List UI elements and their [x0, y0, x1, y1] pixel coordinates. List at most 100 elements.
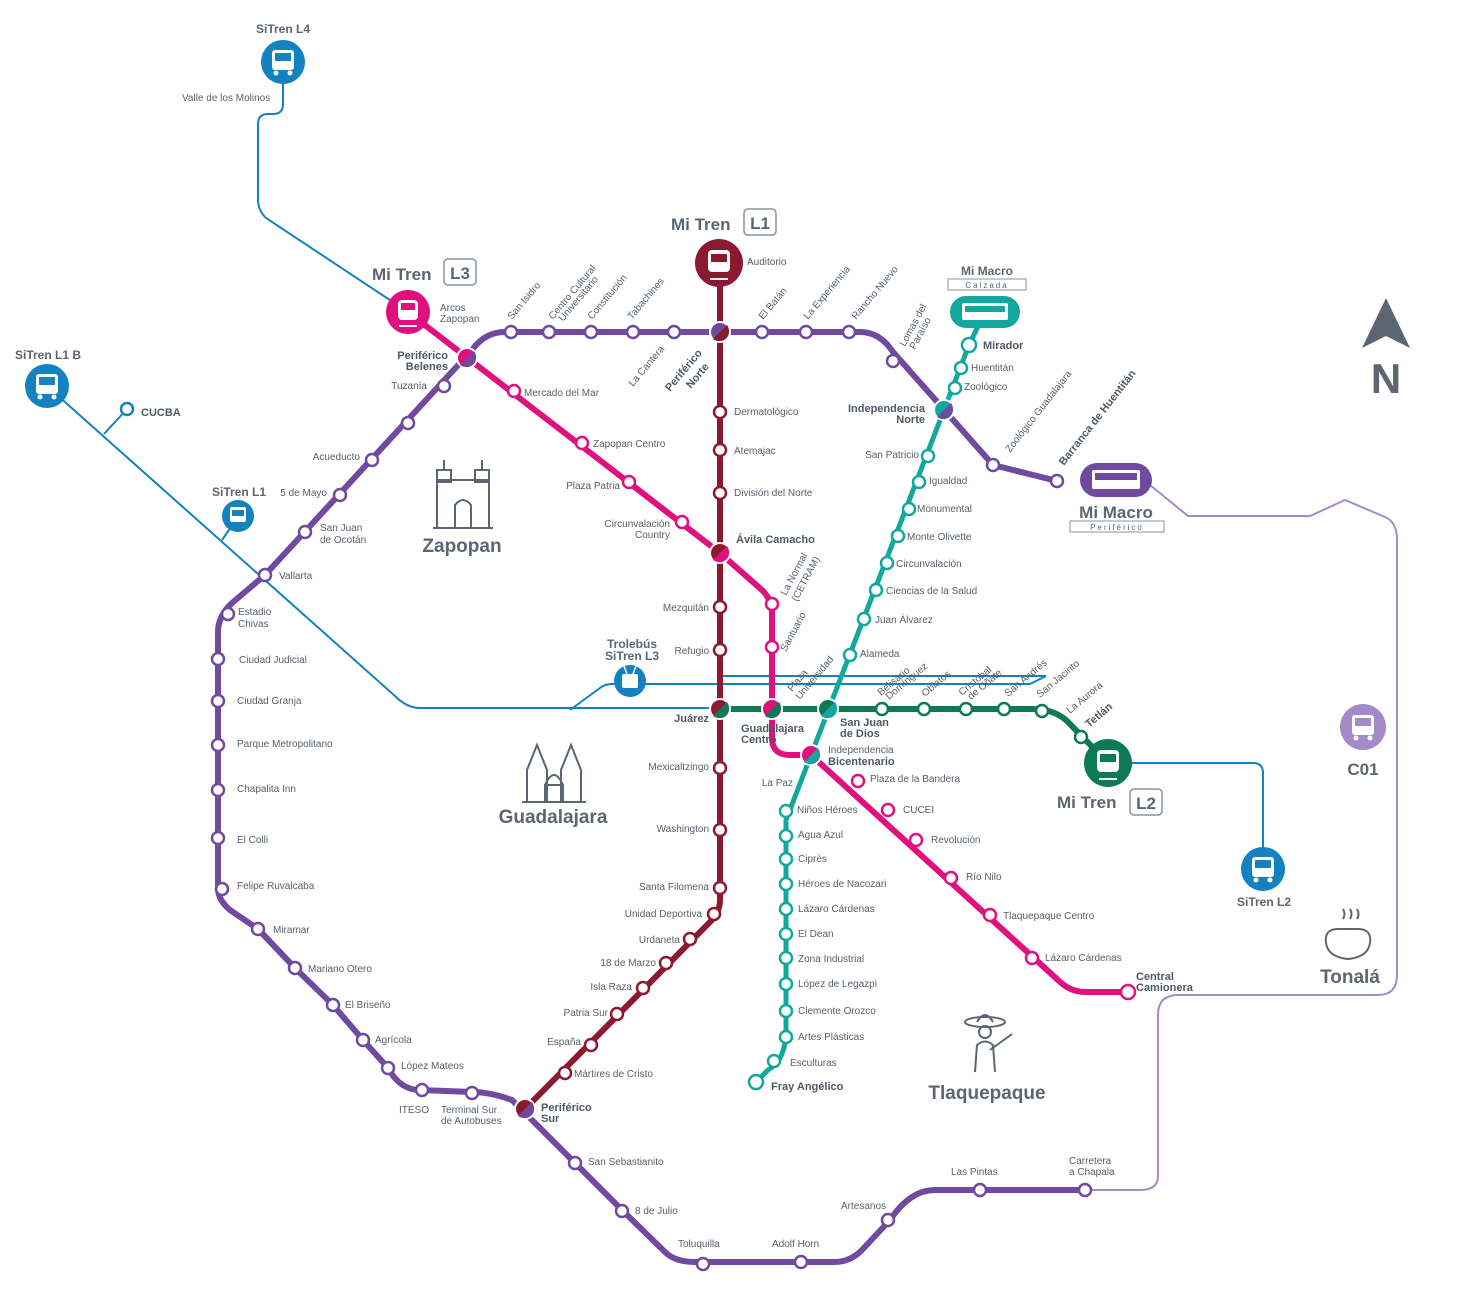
transfer-san-juan-de-dios[interactable]	[817, 698, 839, 720]
train-icon[interactable]	[695, 239, 743, 287]
bus-icon[interactable]	[222, 500, 254, 532]
station-dot-l3[interactable]	[764, 596, 780, 612]
station-dot-calzada[interactable]	[778, 950, 794, 966]
station-dot-l3[interactable]	[574, 435, 590, 451]
station-dot-calzada[interactable]	[778, 976, 794, 992]
station-dot-periferico[interactable]	[880, 1212, 896, 1228]
station-dot-calzada[interactable]	[879, 555, 895, 571]
station-dot-periferico[interactable]	[297, 524, 313, 540]
station-dot-periferico[interactable]	[1077, 1182, 1093, 1198]
station-dot-periferico[interactable]	[1049, 473, 1065, 489]
station-dot-l3[interactable]	[880, 802, 896, 818]
transfer-periferico-sur[interactable]	[514, 1098, 536, 1120]
station-dot-periferico[interactable]	[257, 567, 273, 583]
station-dot-l3[interactable]	[908, 832, 924, 848]
station-dot-calzada[interactable]	[953, 360, 969, 376]
train-icon[interactable]	[1084, 739, 1132, 787]
station-dot-periferico[interactable]	[841, 324, 857, 340]
station-dot-periferico[interactable]	[332, 487, 348, 503]
station-dot-l3[interactable]	[1024, 950, 1040, 966]
station-dot-periferico[interactable]	[972, 1182, 988, 1198]
trolleybus-icon[interactable]	[614, 665, 646, 697]
station-dot-l1[interactable]	[712, 880, 728, 896]
station-dot-periferico[interactable]	[567, 1155, 583, 1171]
station-dot-calzada[interactable]	[778, 1003, 794, 1019]
station-dot-calzada[interactable]	[778, 901, 794, 917]
station-dot-periferico[interactable]	[625, 324, 641, 340]
station-dot-calzada[interactable]	[778, 926, 794, 942]
station-dot-periferico[interactable]	[210, 693, 226, 709]
transfer-guadalajara-centro[interactable]	[761, 698, 783, 720]
station-dot-periferico[interactable]	[414, 1082, 430, 1098]
bus-icon[interactable]	[1080, 463, 1152, 497]
station-dot-periferico[interactable]	[250, 921, 266, 937]
station-dot-periferico[interactable]	[541, 324, 557, 340]
station-dot-l1[interactable]	[712, 442, 728, 458]
station-dot-calzada[interactable]	[778, 1029, 794, 1045]
station-dot-periferico[interactable]	[436, 378, 452, 394]
station-dot-calzada[interactable]	[890, 528, 906, 544]
transfer-avila-camacho[interactable]	[709, 542, 731, 564]
station-dot-calzada[interactable]	[778, 803, 794, 819]
station-dot-l1[interactable]	[712, 822, 728, 838]
station-dot-calzada[interactable]	[911, 474, 927, 490]
transfer-juarez[interactable]	[709, 698, 731, 720]
station-dot-l1[interactable]	[609, 1006, 625, 1022]
bus-icon[interactable]	[950, 296, 1020, 328]
station-dot-l3[interactable]	[674, 514, 690, 530]
station-dot-periferico[interactable]	[583, 324, 599, 340]
station-dot-calzada[interactable]	[960, 336, 978, 354]
station-dot-l1[interactable]	[712, 404, 728, 420]
station-dot-calzada[interactable]	[868, 582, 884, 598]
station-dot-l2[interactable]	[1034, 703, 1050, 719]
station-dot-l1[interactable]	[658, 955, 674, 971]
station-dot-calzada[interactable]	[747, 1073, 765, 1091]
transfer-independencia-norte[interactable]	[933, 399, 955, 421]
transfer-periferico-belenes[interactable]	[456, 347, 478, 369]
bus-icon[interactable]	[261, 40, 305, 84]
station-dot-l3[interactable]	[982, 907, 998, 923]
station-dot-l2[interactable]	[1073, 729, 1089, 745]
station-dot-periferico[interactable]	[214, 881, 230, 897]
station-dot-cucba[interactable]	[119, 401, 135, 417]
station-dot-l1[interactable]	[635, 980, 651, 996]
station-dot-l1[interactable]	[712, 760, 728, 776]
station-dot-periferico[interactable]	[464, 1085, 480, 1101]
station-dot-periferico[interactable]	[220, 606, 236, 622]
station-dot-periferico[interactable]	[754, 324, 770, 340]
station-dot-calzada[interactable]	[778, 851, 794, 867]
station-dot-l3[interactable]	[506, 383, 522, 399]
station-dot-periferico[interactable]	[355, 1032, 371, 1048]
station-dot-l2[interactable]	[916, 701, 932, 717]
station-dot-calzada[interactable]	[920, 448, 936, 464]
station-dot-l3[interactable]	[764, 639, 780, 655]
station-dot-periferico[interactable]	[400, 415, 416, 431]
station-dot-periferico[interactable]	[985, 457, 1001, 473]
station-dot-l1[interactable]	[583, 1037, 599, 1053]
station-dot-periferico[interactable]	[666, 324, 682, 340]
station-dot-l3[interactable]	[621, 474, 637, 490]
station-dot-l3[interactable]	[850, 773, 866, 789]
station-dot-periferico[interactable]	[695, 1256, 711, 1272]
bus-icon[interactable]	[25, 364, 69, 408]
station-dot-periferico[interactable]	[793, 1254, 809, 1270]
train-icon[interactable]	[386, 290, 430, 334]
station-dot-calzada[interactable]	[901, 501, 917, 517]
transfer-periferico-norte[interactable]	[709, 321, 731, 343]
station-dot-periferico[interactable]	[364, 452, 380, 468]
station-dot-periferico[interactable]	[210, 830, 226, 846]
station-dot-periferico[interactable]	[380, 1060, 396, 1076]
station-dot-periferico[interactable]	[210, 782, 226, 798]
station-dot-l3[interactable]	[943, 870, 959, 886]
transfer-bicentenario[interactable]	[800, 744, 822, 766]
station-dot-periferico[interactable]	[325, 997, 341, 1013]
station-dot-periferico[interactable]	[210, 651, 226, 667]
station-dot-l2[interactable]	[874, 701, 890, 717]
station-dot-periferico[interactable]	[210, 737, 226, 753]
station-dot-l1[interactable]	[557, 1065, 573, 1081]
station-dot-calzada[interactable]	[766, 1053, 782, 1069]
station-dot-l1[interactable]	[712, 599, 728, 615]
station-dot-periferico[interactable]	[503, 324, 519, 340]
bus-icon[interactable]	[1241, 847, 1285, 891]
station-dot-calzada[interactable]	[947, 380, 963, 396]
